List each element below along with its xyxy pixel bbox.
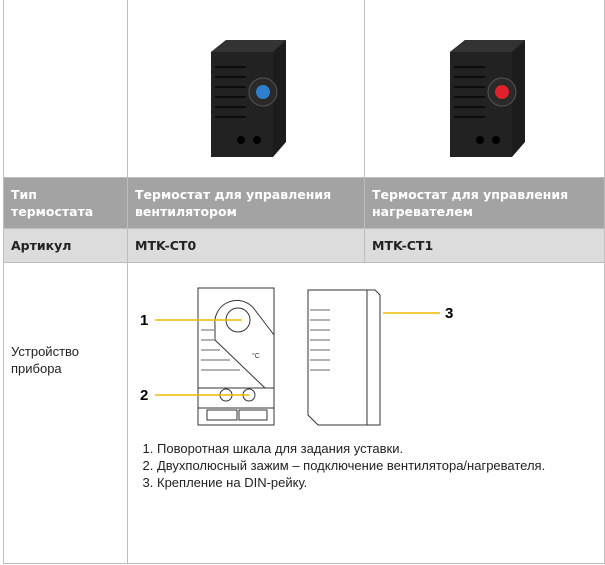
article-ct1: MTK-CT1 xyxy=(364,228,605,263)
note-1: Поворотная шкала для задания уставки. xyxy=(157,440,597,457)
article-ct0: MTK-CT0 xyxy=(127,228,365,263)
device-label: Устройство прибора xyxy=(11,344,80,376)
heater-thermostat-title: Термостат для управления нагревателем xyxy=(364,177,605,229)
empty-cell xyxy=(3,0,128,178)
device-diagram: °C 1 2 3 xyxy=(140,287,453,426)
note-3: Крепление на DIN-рейку. xyxy=(157,474,597,491)
celsius-label: °C xyxy=(252,352,260,360)
fan-thermostat-photo xyxy=(127,0,365,178)
note-2: Двухполюсный зажим – подключение вентиля… xyxy=(157,457,597,474)
device-notes: Поворотная шкала для задания уставки. Дв… xyxy=(135,440,597,491)
callout-3: 3 xyxy=(445,305,453,322)
callout-1: 1 xyxy=(140,312,148,329)
heater-thermostat-photo xyxy=(364,0,605,178)
callout-2: 2 xyxy=(140,387,148,404)
fan-thermostat-title: Термостат для управления вентилятором xyxy=(127,177,365,229)
device-diagram-cell: °C 1 2 3 Поворотная шкала для задания ус… xyxy=(127,262,605,564)
article-label: Артикул xyxy=(3,228,128,263)
type-label: Тип термостата xyxy=(3,177,128,229)
